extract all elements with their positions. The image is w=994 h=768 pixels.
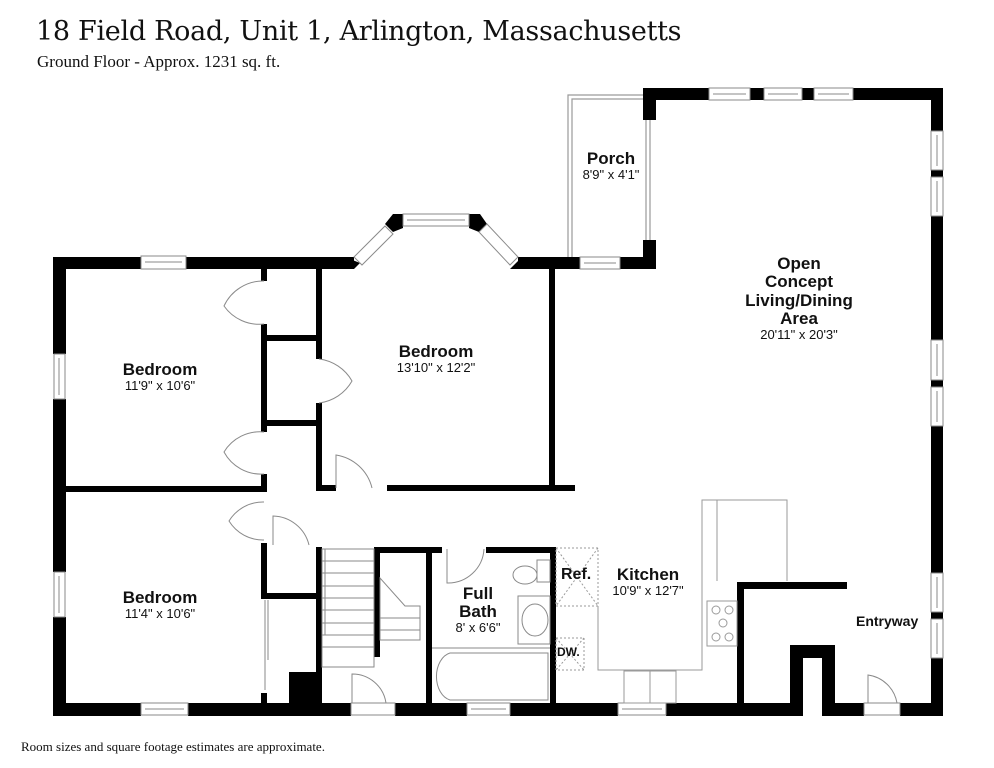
porch-outline [567,94,651,262]
room-dimensions: 11'4" x 10'6" [124,605,196,621]
room-kitchen: Kitchen 10'9" x 12'7" [612,566,683,597]
room-name-line: Living/Dining [745,290,853,310]
room-dimensions: 20'11" x 20'3" [760,327,838,343]
room-entryway: Entryway [856,613,919,629]
room-bedroom-center: Bedroom 13'10" x 12'2" [397,343,476,374]
room-name: Bedroom [398,342,474,361]
room-dimensions: 11'9" x 10'6" [124,377,196,393]
room-porch: Porch 8'9" x 4'1" [583,150,640,181]
disclaimer: Room sizes and square footage estimates … [21,739,325,754]
room-name-line: Open [777,254,821,273]
refrigerator-label: Ref. [561,566,592,583]
room-name-line: Bath [459,601,497,621]
room-dimensions: 13'10" x 12'2" [396,359,476,375]
room-name-line: Full [462,584,494,603]
windows [53,87,944,716]
room-dimensions: 10'9" x 12'7" [612,582,684,598]
walls [53,88,943,716]
room-name-line: Area [780,309,818,329]
bath-fixtures [432,559,551,701]
dishwasher-label: DW. [557,645,580,659]
floor-subtitle: Ground Floor - Approx. 1231 sq. ft. [37,52,281,71]
doors [223,280,898,704]
room-name: Bedroom [122,588,198,607]
room-living-dining: Open Concept Living/Dining Area 20'11" x… [745,254,853,343]
room-dimensions: 8' x 6'6" [455,619,501,635]
room-name: Bedroom [122,360,198,379]
room-bedroom-top-left: Bedroom 11'9" x 10'6" [123,361,198,392]
page-title: 18 Field Road, Unit 1, Arlington, Massac… [36,16,682,47]
room-name: Porch [586,149,636,168]
room-full-bath: Full Bath 8' x 6'6" [456,585,501,634]
room-name: Kitchen [616,565,680,584]
stairs [321,548,421,668]
room-name-line: Concept [765,272,833,292]
room-dimensions: 8'9" x 4'1" [582,166,640,182]
kitchen-fixtures [555,499,788,704]
room-bedroom-bottom-left: Bedroom 11'4" x 10'6" [123,589,198,620]
